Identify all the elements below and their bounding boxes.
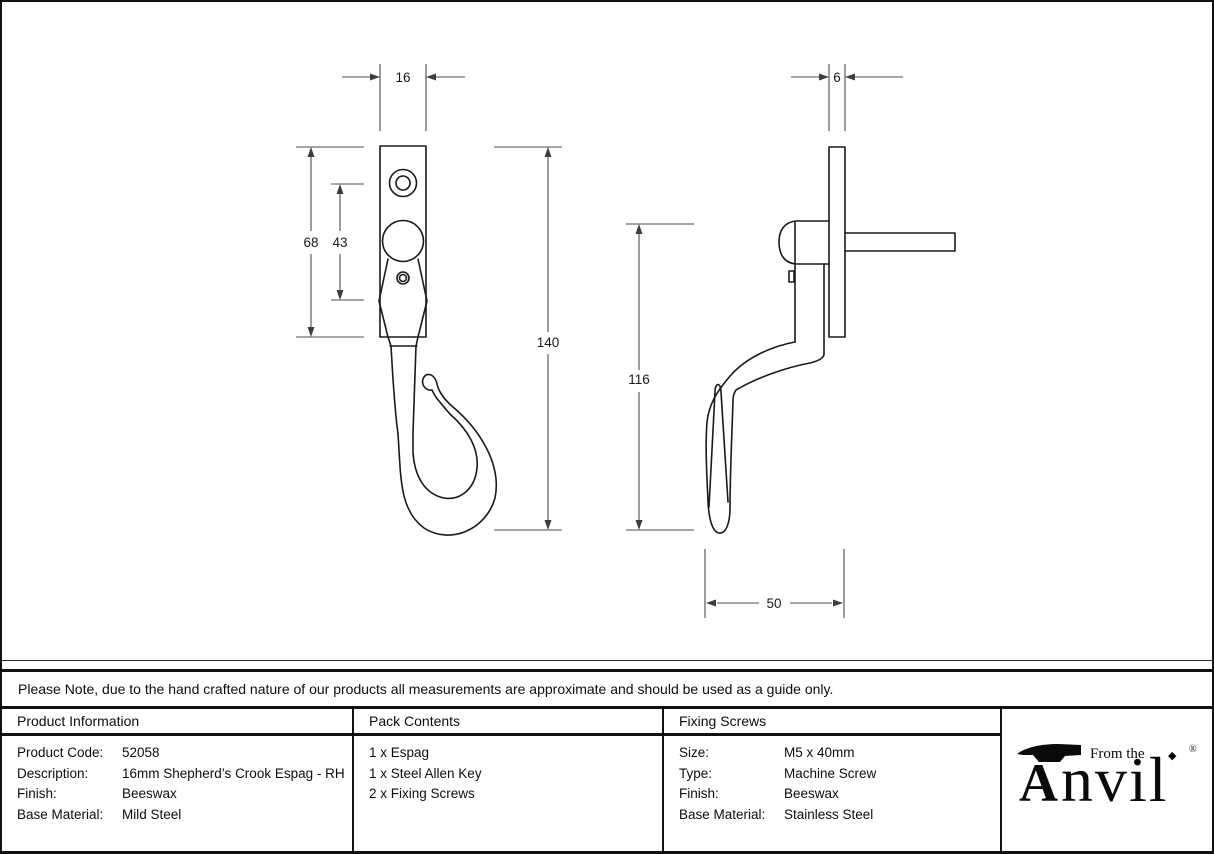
side-knob — [778, 220, 830, 265]
row-label: Product Code: — [17, 745, 104, 760]
list-item: 1 x Steel Allen Key — [369, 765, 482, 781]
dimension-handle-depth-50: 50 — [704, 549, 845, 618]
front-pin-hole-outer — [396, 271, 410, 285]
from-the-anvil-logo: A nvil From the ◆ ® — [1016, 741, 1208, 815]
row-value: Beeswax — [784, 786, 839, 801]
table-row: Base Material: Stainless Steel — [679, 805, 994, 826]
dimension-label: 6 — [833, 70, 841, 85]
row-label: Base Material: — [679, 806, 766, 822]
row-label: Finish: — [17, 786, 57, 801]
fixing-screws-column: Fixing Screws Size: M5 x 40mm Type: Mach… — [664, 709, 1002, 851]
side-view-drawing — [705, 146, 956, 534]
row-value: 16mm Shepherd’s Crook Espag - RH — [122, 765, 345, 781]
pack-contents-header: Pack Contents — [354, 709, 662, 736]
row-value: Stainless Steel — [784, 806, 874, 822]
row-label: Size: — [679, 745, 710, 760]
dimension-label: 50 — [766, 596, 781, 611]
measurement-note: Please Note, due to the hand crafted nat… — [2, 669, 1212, 709]
dimension-label: 16 — [395, 70, 410, 85]
side-handle-tip-detail — [708, 383, 729, 508]
dimension-hole-spacing-43: 43 — [331, 183, 364, 301]
diamond-icon: ◆ — [1168, 749, 1177, 762]
dimension-label: 43 — [332, 235, 347, 250]
row-value: 52058 — [122, 745, 160, 760]
dimension-label: 68 — [303, 235, 318, 250]
technical-drawing: 16 68 43 140 6 — [296, 64, 956, 618]
side-grub-screw — [788, 270, 795, 283]
front-screw-hole-inner — [395, 175, 411, 191]
row-label: Base Material: — [17, 806, 104, 822]
info-section: Please Note, due to the hand crafted nat… — [2, 669, 1212, 851]
table-row: Description: 16mm Shepherd’s Crook Espag… — [17, 764, 346, 785]
front-knob — [381, 219, 425, 263]
front-view-drawing — [378, 145, 497, 536]
dimension-thickness-6: 6 — [791, 64, 903, 131]
info-table: Product Information Product Code: 52058 … — [2, 709, 1212, 851]
table-row: Product Code: 52058 — [17, 743, 346, 764]
front-shepherds-crook — [390, 345, 497, 536]
brand-logo-cell: A nvil From the ◆ ® — [1002, 709, 1212, 851]
front-screw-hole-outer — [388, 168, 418, 198]
front-handle-taper-right — [415, 258, 428, 347]
dimension-label: 140 — [537, 335, 560, 350]
anvil-logo-graphic: A nvil From the ◆ ® — [1017, 744, 1197, 815]
dimension-handle-height-116: 116 — [626, 223, 694, 531]
table-row: Finish: Beeswax — [17, 784, 346, 805]
anvil-icon — [1017, 744, 1081, 762]
product-information-column: Product Information Product Code: 52058 … — [2, 709, 354, 851]
registered-trademark-icon: ® — [1189, 744, 1197, 755]
dimension-width-16: 16 — [342, 64, 465, 131]
front-handle-taper-left — [378, 258, 392, 347]
dimension-plate-height-68: 68 — [296, 146, 364, 338]
table-row: Finish: Beeswax — [679, 784, 994, 805]
front-pin-hole-inner — [398, 273, 408, 283]
row-label: Finish: — [679, 786, 719, 801]
dimension-overall-height-140: 140 — [494, 146, 562, 531]
front-plate-outline — [379, 145, 427, 338]
drawing-area-divider — [2, 660, 1212, 661]
table-row: Size: M5 x 40mm — [679, 743, 994, 764]
logo-brand-initial: A — [1019, 753, 1058, 805]
row-value: M5 x 40mm — [784, 745, 855, 760]
table-row: Type: Machine Screw — [679, 764, 994, 785]
row-value: Machine Screw — [784, 765, 877, 781]
list-item: 2 x Fixing Screws — [369, 786, 475, 801]
dimension-label: 116 — [628, 372, 650, 387]
list-item: 1 x Espag — [369, 745, 430, 760]
pack-contents-body: 1 x Espag 1 x Steel Allen Key 2 x Fixing… — [354, 736, 662, 805]
logo-brand-rest: nvil — [1061, 744, 1169, 805]
row-label: Description: — [17, 765, 89, 781]
pack-contents-column: Pack Contents 1 x Espag 1 x Steel Allen … — [354, 709, 664, 851]
row-label: Type: — [679, 765, 713, 781]
side-spindle — [844, 232, 956, 252]
product-information-header: Product Information — [2, 709, 352, 736]
fixing-screws-header: Fixing Screws — [664, 709, 1000, 736]
fixing-screws-body: Size: M5 x 40mm Type: Machine Screw Fini… — [664, 736, 1000, 825]
side-plate-outline — [828, 146, 846, 338]
product-information-body: Product Code: 52058 Description: 16mm Sh… — [2, 736, 352, 825]
row-value: Beeswax — [122, 786, 177, 801]
logo-tagline: From the — [1090, 746, 1145, 762]
row-value: Mild Steel — [122, 806, 182, 822]
table-row: Base Material: Mild Steel — [17, 805, 346, 826]
